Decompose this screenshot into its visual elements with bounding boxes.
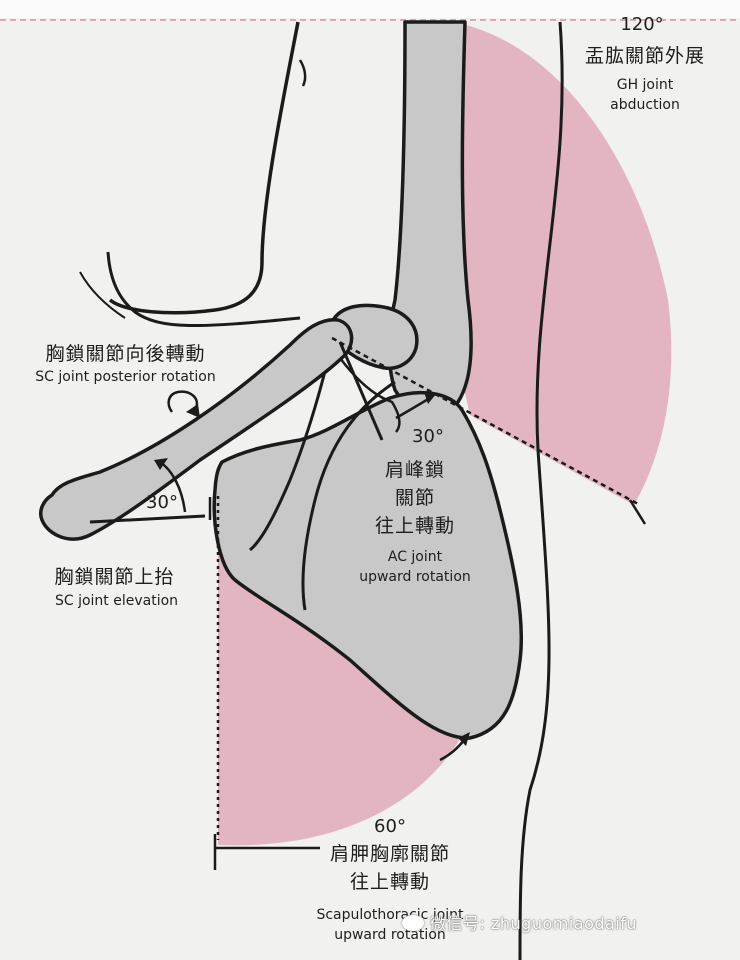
gh-label-zh: 盂肱關節外展 xyxy=(584,45,705,67)
watermark-text: 微信号: zhuguomiaodaifu xyxy=(430,914,638,933)
sc-elevation-baseline xyxy=(89,514,206,524)
ac-angle-line xyxy=(338,341,384,441)
gh-end-tick xyxy=(628,499,647,525)
ac-label-en-2: upward rotation xyxy=(359,569,471,585)
sc-elevation-label-zh: 胸鎖關節上抬 xyxy=(54,566,175,588)
rib-contour-small xyxy=(79,271,126,319)
ac-label-zh-1: 肩峰鎖 xyxy=(384,459,445,481)
st-degree-label: 60° xyxy=(374,816,406,837)
gh-degree-label: 120° xyxy=(620,14,664,35)
st-label-zh-1: 肩胛胸廓關節 xyxy=(329,843,450,865)
st-label-en-2: upward rotation xyxy=(334,927,446,943)
arm-contour xyxy=(518,21,564,960)
sc-elevation-degree: 30° xyxy=(146,492,178,513)
acromion xyxy=(330,303,419,371)
st-label-en-1: Scapulothoracic joint xyxy=(316,907,464,923)
ac-label-en-1: AC joint xyxy=(387,549,443,565)
rib-contour xyxy=(106,251,301,328)
thorax-outline xyxy=(108,21,300,315)
ac-label-zh-2: 關節 xyxy=(394,487,435,509)
gh-label-en-1: GH joint xyxy=(616,77,674,93)
ac-label-zh-3: 往上轉動 xyxy=(374,515,455,537)
watermark: 微信号: zhuguomiaodaifu xyxy=(402,910,637,934)
wechat-icon xyxy=(402,915,424,931)
page-edge xyxy=(0,0,740,18)
ac-degree-label: 30° xyxy=(412,426,444,447)
gh-abduction-arc xyxy=(462,24,672,505)
sc-elevation-arrowhead xyxy=(154,458,168,470)
sc-posterior-rotation-arrowhead xyxy=(186,404,200,418)
sc-posterior-rotation-arrow xyxy=(167,390,199,413)
ac-angle-arrowhead xyxy=(424,392,436,404)
ac-reference-dashed-line xyxy=(331,336,641,507)
sc-posterior-label-zh: 胸鎖關節向後轉動 xyxy=(45,343,206,365)
gh-label-en-2: abduction xyxy=(610,97,680,113)
sc-elevation-label-en: SC joint elevation xyxy=(54,593,179,609)
st-arrowhead xyxy=(458,732,470,746)
sc-posterior-label-en: SC joint posterior rotation xyxy=(35,369,216,385)
st-label-zh-2: 往上轉動 xyxy=(349,871,430,893)
thorax-notch xyxy=(298,59,307,87)
